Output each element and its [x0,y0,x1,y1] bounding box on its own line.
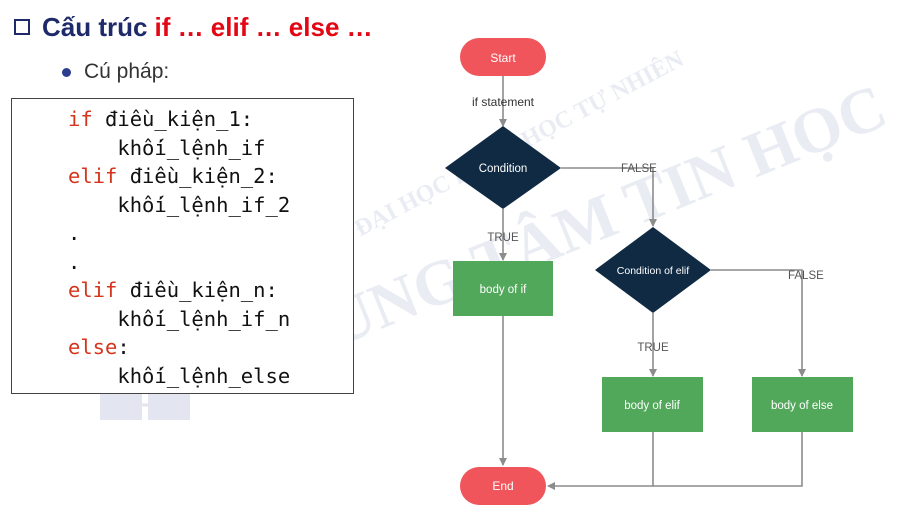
checkbox-bullet-icon [14,19,30,35]
code-keyword: if [68,107,93,131]
title-highlight: if … elif … else … [154,11,373,42]
code-text: điều_kiện_1: [92,107,254,131]
start-label: Start [490,51,516,65]
code-text: điều_kiện_n: [117,278,278,302]
title-prefix: Cấu trúc [42,11,148,42]
false-label-2: FALSE [788,270,824,282]
code-line: elif điều_kiện_2: [68,162,353,191]
body-elif-node [602,377,703,432]
false-label-1: FALSE [621,163,657,175]
code-line: if điều_kiện_1: [68,105,353,134]
end-label: End [492,479,513,493]
start-node [460,38,546,76]
code-text: khối_lệnh_if_n [68,306,291,331]
condition-node [445,126,561,209]
code-text: : [117,335,130,359]
code-line: khối_lệnh_if_n [68,305,353,334]
arrow-false-to-body-else [711,269,806,377]
bullet-dot-icon [62,67,71,77]
arrow-body-else-to-end [653,432,803,487]
code-text: . [68,221,81,245]
code-text: khối_lệnh_if_2 [68,192,291,217]
body-if-node [453,261,553,316]
code-keyword: elif [68,164,118,188]
condition-label: Condition [479,163,528,175]
slide-title: Cấu trúc if … elif … else … [14,10,373,44]
condition-elif-node [595,227,711,313]
flow-connectors [499,76,806,490]
true-label-1: TRUE [487,232,519,244]
if-statement-label: if statement [472,95,535,109]
body-if-label: body of if [480,284,527,296]
condition-elif-label: Condition of elif [617,265,689,277]
code-text: khối_lệnh_if [68,135,266,160]
code-text: . [68,249,81,274]
code-text: khối_lệnh_else [68,363,291,388]
arrow-body-elif-to-end [547,432,654,490]
code-line: . [68,248,353,277]
code-line: khối_lệnh_else [68,362,353,391]
end-node [460,467,546,505]
code-text: điều_kiện_2: [117,164,278,188]
body-else-label: body of else [771,400,833,412]
code-line: else: [68,333,353,362]
true-label-2: TRUE [637,342,669,354]
code-line: . [68,219,353,248]
code-keyword: else [68,335,118,359]
arrow-false-to-elif [561,167,657,227]
code-keyword: elif [68,278,118,302]
code-line: khối_lệnh_if_2 [68,191,353,220]
code-line: khối_lệnh_if [68,134,353,163]
syntax-bullet: Cú pháp: [62,60,169,84]
body-elif-label: body of elif [624,400,680,412]
body-else-node [752,377,853,432]
syntax-label: Cú pháp: [84,60,170,83]
code-line: elif điều_kiện_n: [68,276,353,305]
